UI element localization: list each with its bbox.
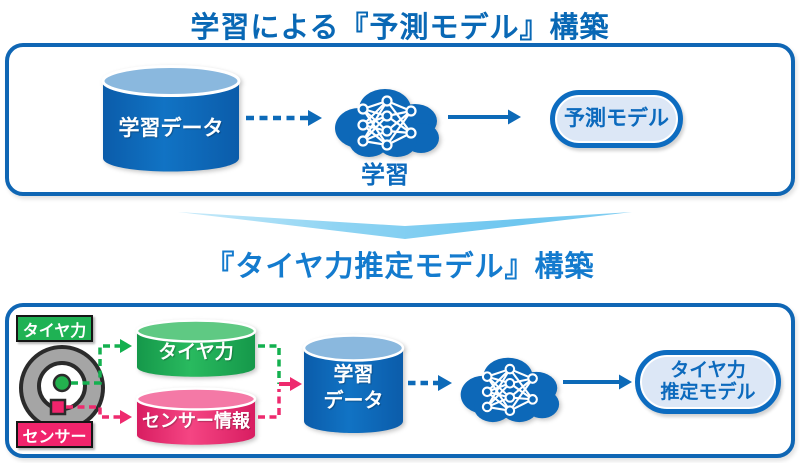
sensor-badge: センサー xyxy=(16,421,93,448)
sensor-point-icon xyxy=(49,398,67,416)
tire-force-model-line1: タイヤ力 xyxy=(670,359,746,381)
tire-force-point-icon xyxy=(52,373,72,393)
solid-arrow-icon-2 xyxy=(563,374,632,390)
cylinder-icon xyxy=(101,65,241,172)
prediction-model-pill: 予測モデル xyxy=(550,90,683,148)
tire-force-badge: タイヤ力 xyxy=(16,315,93,342)
bottom-section-title: 『タイヤ力推定モデル』構築 xyxy=(205,251,595,283)
tire-force-cylinder: タイヤ力 xyxy=(135,319,257,381)
tire-force-db-label: タイヤ力 xyxy=(158,342,234,363)
training-db-label: 学習 データ xyxy=(323,364,384,412)
learning-label: 学習 xyxy=(361,162,409,189)
sensor-info-db-label: センサー情報 xyxy=(142,411,250,431)
green-dashed-connector-icon xyxy=(71,339,132,385)
merge-arrow-icon xyxy=(279,377,302,391)
pink-merge-connector-icon xyxy=(258,389,281,419)
training-data-cylinder-2: 学習 データ xyxy=(302,334,405,438)
green-merge-connector-icon xyxy=(258,344,281,384)
training-data-cylinder: 学習データ xyxy=(100,64,242,178)
training-data-label: 学習データ xyxy=(118,117,224,140)
neural-network-cloud-icon-2 xyxy=(455,349,561,432)
solid-arrow-icon xyxy=(448,109,521,125)
sensor-info-cylinder: センサー情報 xyxy=(135,387,257,449)
prediction-model-label: 予測モデル xyxy=(564,106,669,130)
top-section-title: 学習による『予測モデル』構築 xyxy=(190,12,610,44)
pink-dashed-connector-icon xyxy=(66,405,132,424)
dashed-arrow-icon-2 xyxy=(408,375,452,391)
neural-network-cloud-icon xyxy=(329,83,441,164)
dashed-arrow-icon xyxy=(246,110,322,126)
tire-force-model-pill: タイヤ力 推定モデル xyxy=(635,350,781,414)
down-chevron-icon xyxy=(178,212,632,239)
tire-force-model-line2: 推定モデル xyxy=(660,382,756,403)
